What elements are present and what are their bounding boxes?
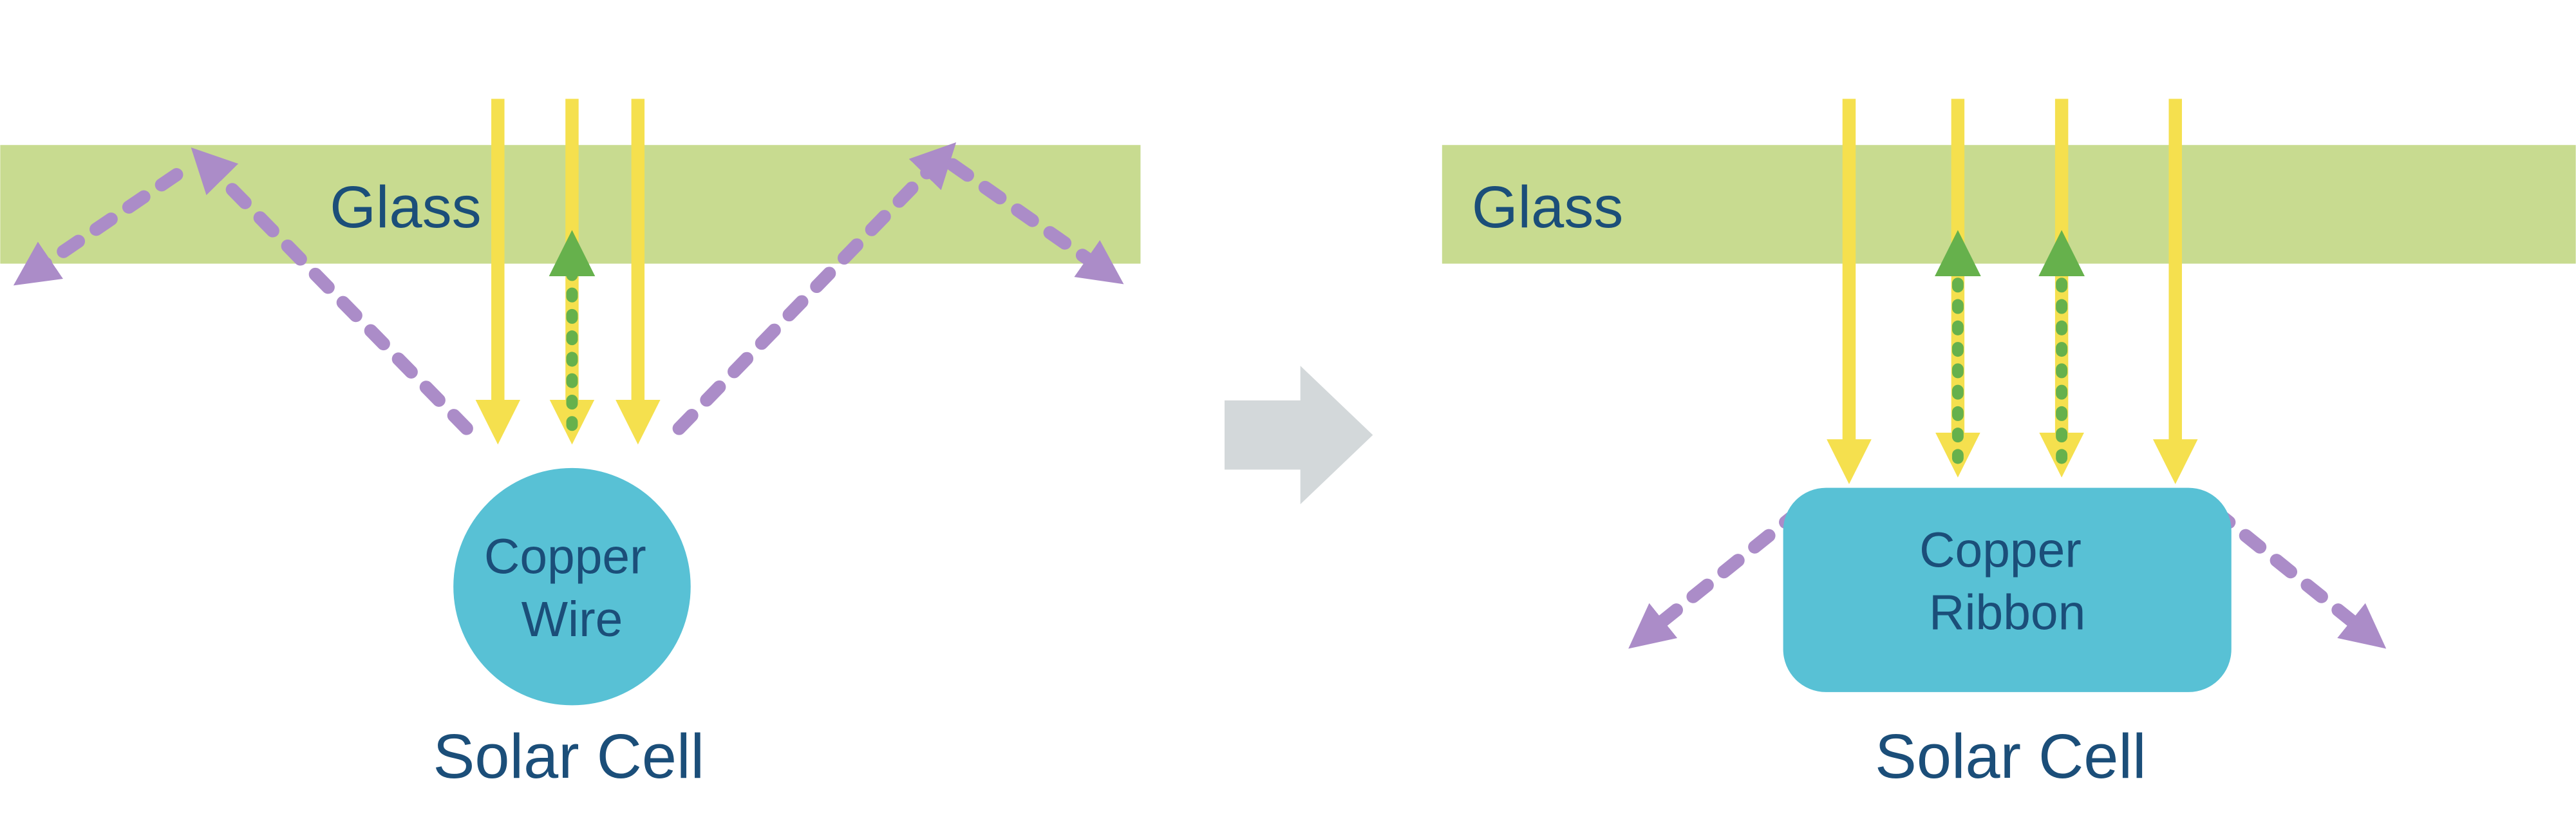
glass-label: Glass (330, 174, 481, 240)
solar-cell-label: Solar Cell (1875, 721, 2147, 791)
scattered-light-arrow (946, 158, 1124, 285)
copper-ribbon-rect (1783, 487, 2232, 692)
scattered-light-arrow (1628, 504, 1807, 649)
glass-label: Glass (1472, 174, 1624, 240)
right-panel: Copper Ribbon Glass Solar Cell (1442, 99, 2576, 791)
left-panel: Copper Wire Glass Solar Cell (0, 99, 1141, 791)
scattered-light-arrow (191, 147, 473, 435)
copper-wire-circle (453, 467, 691, 706)
copper-ribbon-label: Copper Ribbon (1919, 522, 2095, 640)
transition-arrow-icon (1224, 366, 1373, 505)
copper-wire-label: Copper Wire (484, 529, 660, 647)
scattered-light-arrow (672, 142, 957, 435)
scattered-light-arrow (13, 168, 183, 286)
scattered-light-arrow (2208, 504, 2387, 649)
glass-bar (1442, 145, 2576, 264)
solar-cell-label: Solar Cell (433, 721, 705, 791)
